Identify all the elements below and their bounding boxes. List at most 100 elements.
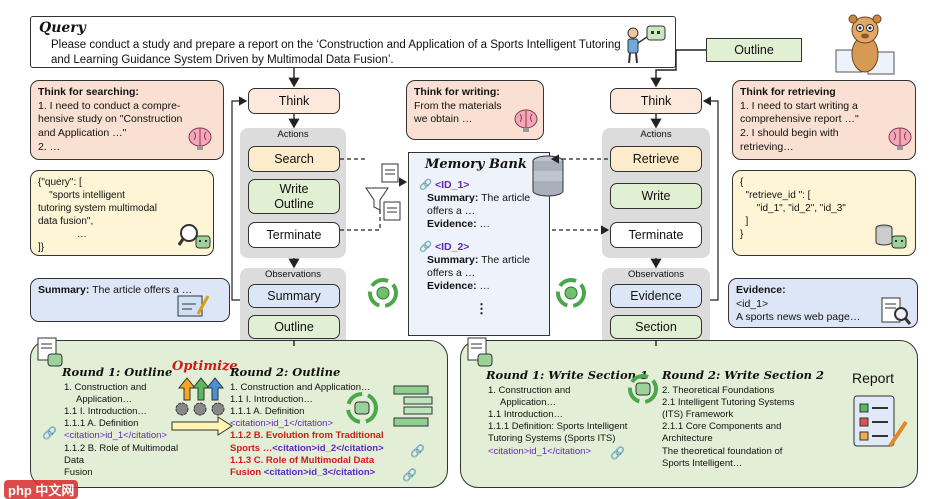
memory-more: ⋮ — [475, 301, 488, 316]
round2-outline-cite-3: <citation>id_3</citation> — [263, 466, 376, 478]
round2-section-line-4: 2.1.1 Core Components and — [662, 421, 782, 433]
optimize-label: Optimize — [172, 359, 238, 374]
search-robot-icon — [177, 222, 212, 252]
link-icon: 🔗 — [42, 426, 57, 440]
section-observation: Section — [610, 315, 702, 339]
search-action-label: Search — [274, 151, 314, 166]
retrieve-json-line-3: "id_1", "id_2", "id_3" — [740, 203, 846, 214]
round1-section-line-3: 1.1 Introduction… — [488, 409, 563, 421]
outline-observation-label: Outline — [274, 319, 314, 334]
evidence-observation-label: Evidence — [630, 288, 682, 303]
query-box: Query Please conduct a study and prepare… — [30, 16, 676, 68]
cycle-left-icon — [366, 276, 400, 310]
think-retrieving-line-2: comprehensive report …" — [740, 113, 859, 126]
write-outline-action[interactable]: Write Outline — [248, 179, 340, 214]
right-think-label: Think — [640, 93, 672, 108]
outline-tag: Outline — [706, 38, 802, 62]
round2-outline-line-2: 1.1 I. Introduction… — [230, 393, 313, 405]
query-json-bubble: {"query": [ "sports intelligent tutoring… — [30, 170, 214, 256]
summary-bubble-text: The article offers a … — [92, 284, 193, 296]
memory-entry-1-evidence: … — [479, 218, 491, 231]
memory-entry-2-summary: The article offers a … — [427, 254, 531, 280]
watermark: php 中文网 — [4, 480, 79, 499]
round2-section: Round 2: Write Section 2 2. Theoretical … — [662, 368, 832, 470]
memory-entry-1-evidence-label: Evidence: — [427, 218, 477, 231]
memory-entry-2: 🔗 <ID_2> Summary: The article offers a …… — [419, 241, 545, 294]
presenter-icon — [619, 23, 669, 65]
memory-entry-2-id: <ID_2> — [435, 241, 470, 253]
gears-icon — [172, 400, 232, 418]
write-action[interactable]: Write — [610, 183, 702, 209]
write-action-label: Write — [641, 188, 671, 203]
memory-entry-2-evidence: … — [479, 280, 491, 293]
link-icon: 🔗 — [410, 444, 425, 458]
right-observations-title: Observations — [628, 269, 684, 280]
round2-outline-line-3: 1.1.1 A. Definition — [230, 406, 305, 418]
summary-bubble-label: Summary: — [38, 284, 90, 296]
think-search-line-1: 1. I need to conduct a compre- — [38, 99, 181, 112]
round1-outline-line-2: Application… — [76, 393, 132, 405]
brain-icon — [886, 124, 914, 152]
note-pencil-icon — [176, 292, 210, 320]
query-text: Please conduct a study and prepare a rep… — [51, 39, 621, 66]
round2-section-line-5: Architecture — [662, 433, 713, 445]
round2-outline-cite-2: <citation>id_2</citation> — [272, 442, 384, 454]
retrieve-action[interactable]: Retrieve — [610, 146, 702, 172]
right-terminate-action-label: Terminate — [628, 227, 684, 242]
left-think-label: Think — [278, 93, 310, 108]
right-think-box: Think — [610, 88, 702, 114]
database-icon — [530, 154, 566, 200]
section-observation-label: Section — [635, 319, 677, 334]
left-think-box: Think — [248, 88, 340, 114]
database-robot-icon — [874, 222, 908, 252]
retrieve-json-line-5: } — [740, 229, 744, 240]
round2-outline-red-1b: Sports … — [230, 442, 273, 454]
think-retrieving-line-3: 2. I should begin with — [740, 126, 839, 139]
query-json-line-6: ]} — [38, 242, 45, 253]
left-observations-title: Observations — [265, 269, 321, 280]
think-writing-line-1: From the materials — [414, 99, 502, 112]
round1-section-title: Round 1: Write Section 1 — [486, 368, 649, 382]
evidence-bubble-line-1: <id_1> — [736, 297, 769, 310]
notepad-robot-icon — [36, 336, 66, 370]
query-title: Query — [39, 20, 86, 36]
think-search-line-2: hensive study on "Construction — [38, 113, 183, 126]
round1-outline-line-1: 1. Construction and — [64, 381, 147, 393]
round2-outline-red-1: 1.1.2 B. Evolution from Traditional — [230, 430, 384, 442]
round1-section-line-4: 1.1.1 Definition: Sports Intelligent — [488, 421, 628, 433]
round1-section: Round 1: Write Section 1 1. Construction… — [486, 368, 654, 458]
search-action[interactable]: Search — [248, 146, 340, 172]
memory-entry-1-summary-label: Summary: — [427, 192, 479, 205]
think-retrieving-bubble: Think for retrieving 1. I need to start … — [732, 80, 916, 160]
query-json-line-2: "sports intelligent — [38, 190, 125, 201]
evidence-bubble-line-2: A sports news web page… — [736, 311, 861, 324]
outline-rounds-panel — [30, 340, 448, 488]
retrieve-action-label: Retrieve — [632, 151, 680, 166]
round1-outline-cite: <citation>id_1</citation> — [64, 430, 167, 442]
round2-outline-title: Round 2: Outline — [230, 365, 341, 379]
think-search-line-4: 2. … — [38, 140, 61, 153]
evidence-bubble: Evidence: <id_1> A sports news web page… — [728, 278, 918, 328]
right-terminate-action[interactable]: Terminate — [610, 222, 702, 248]
round1-outline-tail-1: 1.1.2 B. Role of Multimodal Data — [64, 442, 179, 466]
round2-section-line-7: Sports Intelligent… — [662, 457, 743, 469]
query-json-line-5: … — [38, 229, 87, 240]
round2-section-line-2: 2.1 Intelligent Tutoring Systems — [662, 396, 795, 408]
cycle-right-icon — [554, 276, 588, 310]
notepad-robot-icon — [466, 336, 496, 370]
think-writing-title: Think for writing: — [414, 86, 500, 98]
evidence-bubble-label: Evidence: — [736, 284, 786, 296]
section-rounds-panel — [460, 340, 918, 488]
summary-observation: Summary — [248, 284, 340, 308]
query-json-line-3: tutoring system multimodal — [38, 203, 157, 214]
left-terminate-action-label: Terminate — [266, 227, 322, 242]
brain-icon — [512, 106, 540, 134]
think-search-line-3: and Application …" — [38, 126, 127, 139]
think-retrieving-line-4: retrieving… — [740, 140, 794, 153]
retrieve-json-line-4: ] — [740, 216, 749, 227]
document-search-icon — [880, 296, 912, 326]
outline-observation: Outline — [248, 315, 340, 339]
outline-list-icon — [340, 384, 436, 434]
left-terminate-action[interactable]: Terminate — [248, 222, 340, 248]
